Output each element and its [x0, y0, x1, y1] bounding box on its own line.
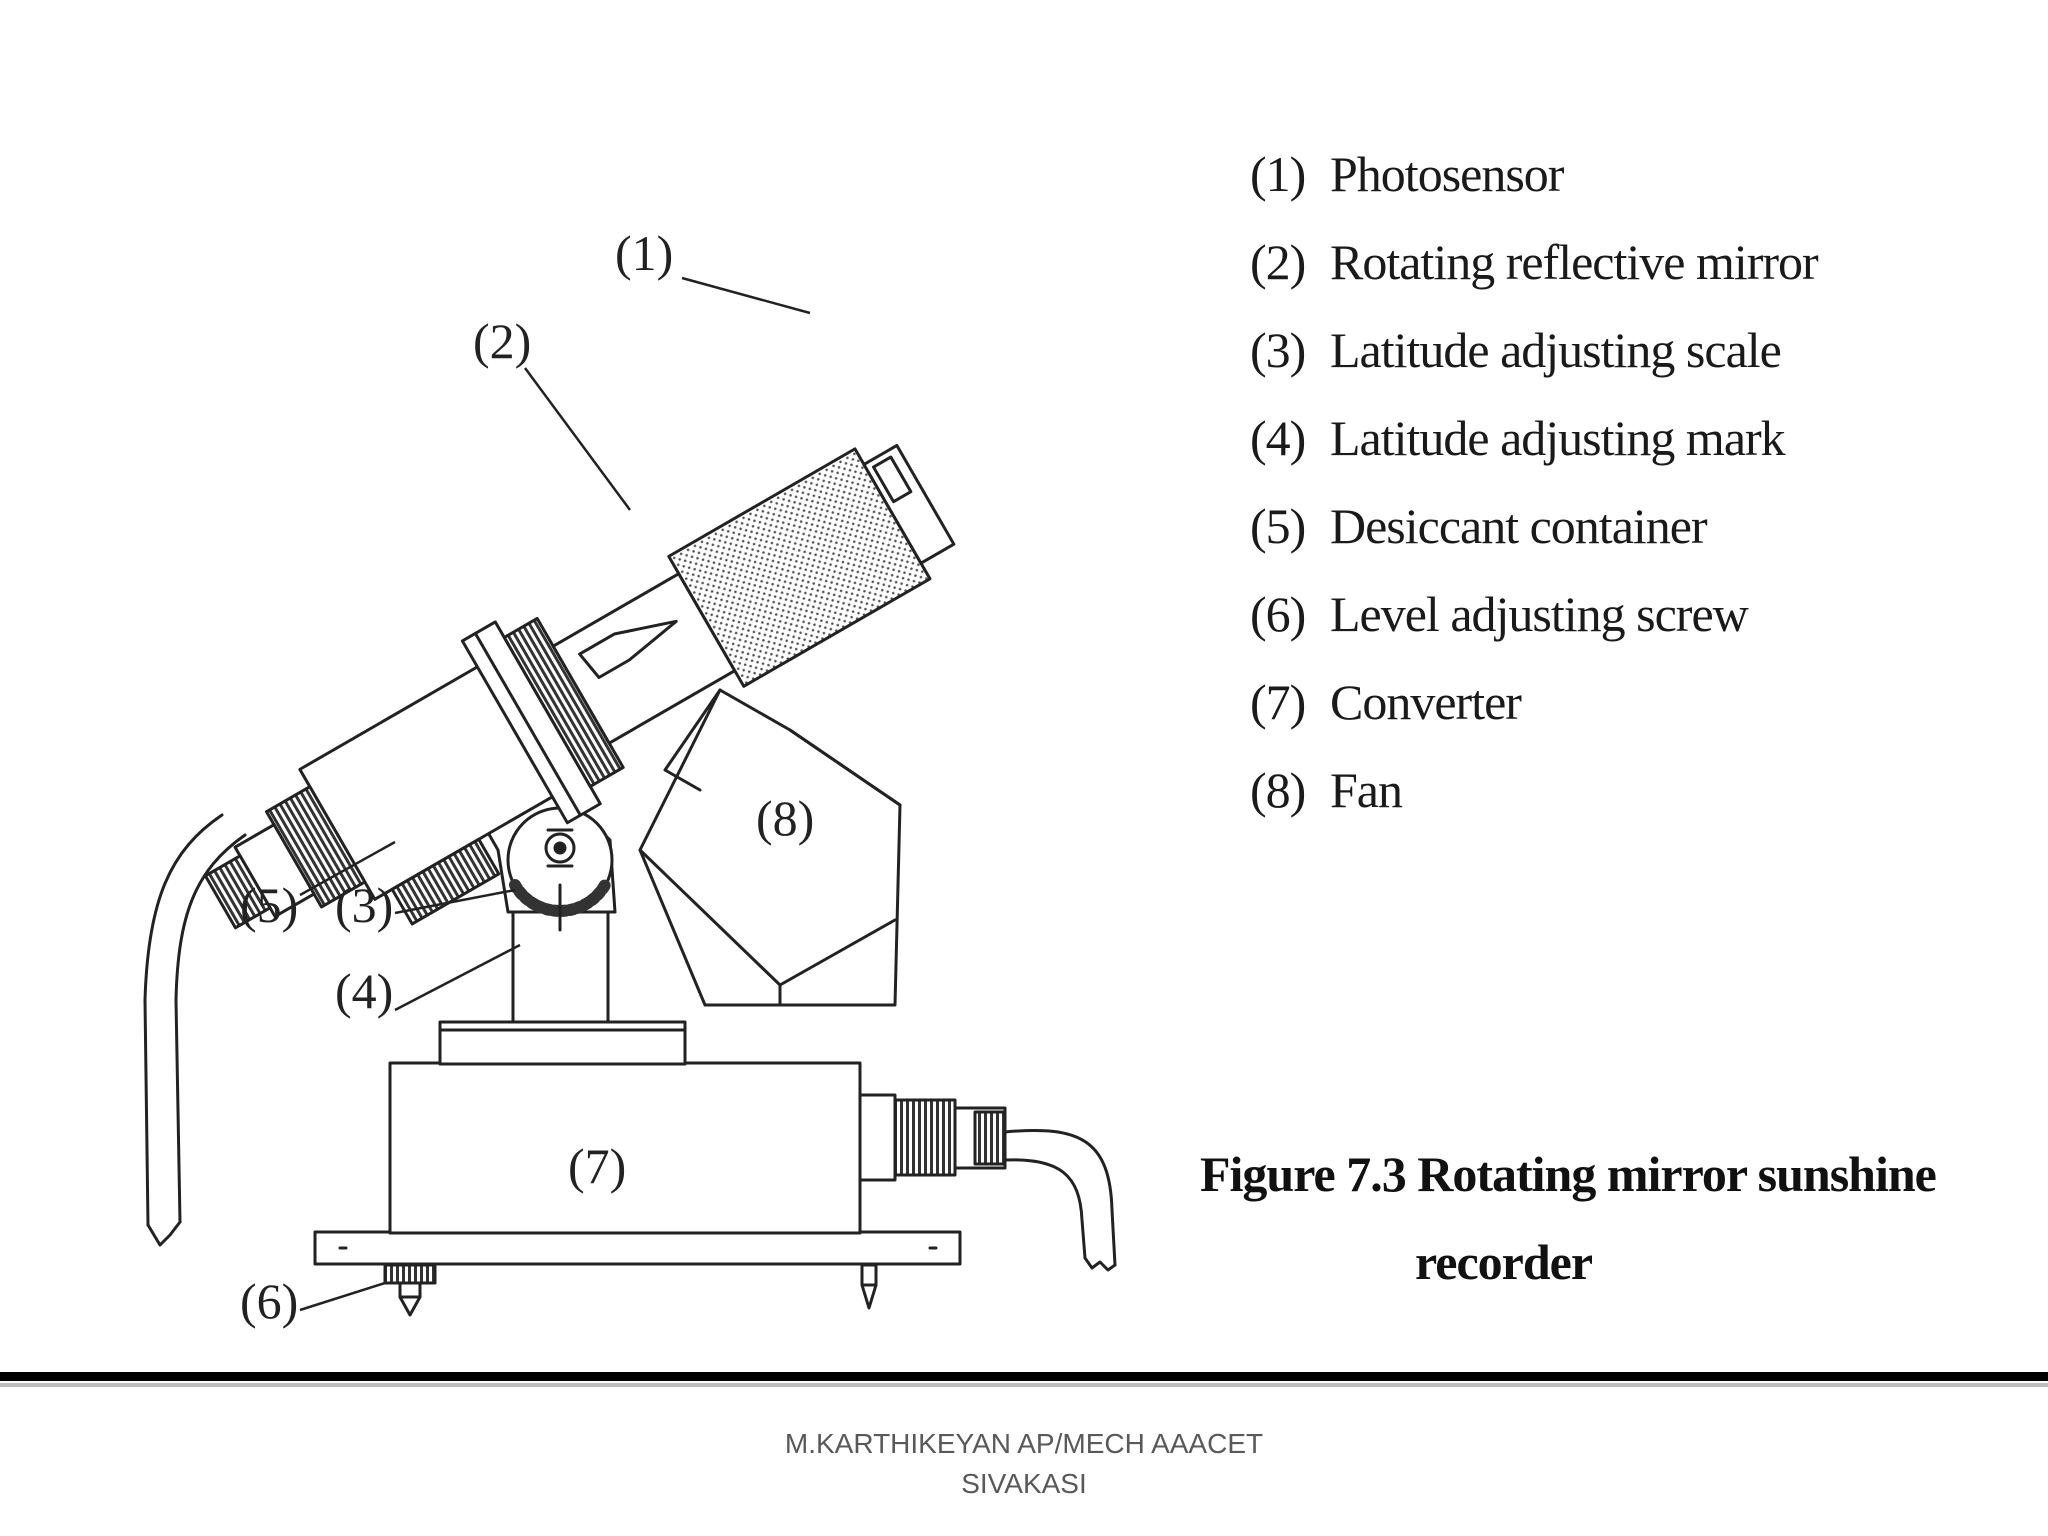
footer-line-1: M.KARTHIKEYAN AP/MECH AAACET: [784, 1428, 1264, 1459]
leader-lines: [299, 276, 811, 1312]
callout-2: (2): [473, 313, 531, 369]
legend-item: (1) Photosensor: [1250, 130, 2010, 218]
sensor-tube: [203, 443, 956, 930]
fan-housing: [638, 688, 902, 1007]
legend-number: (1): [1250, 146, 1306, 202]
level-adjusting-screw: [383, 1263, 437, 1317]
legend-number: (3): [1250, 322, 1306, 378]
legend-item: (2) Rotating reflective mirror: [1250, 218, 2010, 306]
slide-footer: M.KARTHIKEYAN AP/MECH AAACET SIVAKASI: [0, 1424, 2048, 1504]
side-cable: [1003, 1128, 1117, 1267]
legend-number: (7): [1250, 674, 1306, 730]
callout-3: (3): [335, 877, 393, 933]
legend-label: Latitude adjusting scale: [1330, 322, 1782, 378]
legend-item: (8) Fan: [1250, 746, 2010, 834]
legend-number: (2): [1250, 234, 1306, 290]
legend-label: Desiccant container: [1330, 498, 1708, 554]
legend-label: Converter: [1330, 674, 1522, 730]
legend-label: Latitude adjusting mark: [1330, 410, 1786, 466]
legend-label: Photosensor: [1330, 146, 1564, 202]
converter-box: [388, 1061, 862, 1235]
legend-item: (6) Level adjusting screw: [1250, 570, 2010, 658]
side-connector: [858, 1093, 1007, 1182]
legend-number: (4): [1250, 410, 1306, 466]
legend-number: (8): [1250, 762, 1306, 818]
legend-item: (3) Latitude adjusting scale: [1250, 306, 2010, 394]
turntable: [438, 1020, 687, 1066]
footer-line-2: SIVAKASI: [961, 1468, 1087, 1499]
bottom-divider-shadow: [0, 1383, 2048, 1387]
callout-5: (5): [240, 877, 298, 933]
figure-caption: Figure 7.3 Rotating mirror sunshine reco…: [1200, 1130, 1960, 1306]
legend-item: (7) Converter: [1250, 658, 2010, 746]
callout-1: (1): [615, 225, 673, 281]
callout-8: (8): [756, 790, 814, 846]
legend-label: Rotating reflective mirror: [1330, 234, 1819, 290]
legend-number: (6): [1250, 586, 1306, 642]
rear-cable: [143, 813, 247, 1227]
legend-label: Level adjusting screw: [1330, 586, 1749, 642]
callout-4: (4): [335, 963, 393, 1019]
legend-item: (4) Latitude adjusting mark: [1250, 394, 2010, 482]
component-legend: (1) Photosensor (2) Rotating reflective …: [1250, 130, 2010, 834]
bottom-divider: [0, 1372, 2048, 1381]
right-foot: [860, 1263, 878, 1310]
callout-6: (6): [240, 1273, 298, 1329]
base-plate: [313, 1230, 962, 1266]
sunshine-recorder-drawing: (1) (2) (5) (3) (4) (8) (7) (6): [143, 225, 1117, 1329]
callout-7: (7): [568, 1138, 626, 1194]
legend-number: (5): [1250, 498, 1306, 554]
latitude-scale: [506, 806, 614, 932]
legend-item: (5) Desiccant container: [1250, 482, 2010, 570]
caption-line-1: Figure 7.3 Rotating mirror sunshine: [1200, 1146, 1937, 1202]
legend-label: Fan: [1330, 762, 1403, 818]
caption-line-2: recorder: [1415, 1234, 1593, 1290]
